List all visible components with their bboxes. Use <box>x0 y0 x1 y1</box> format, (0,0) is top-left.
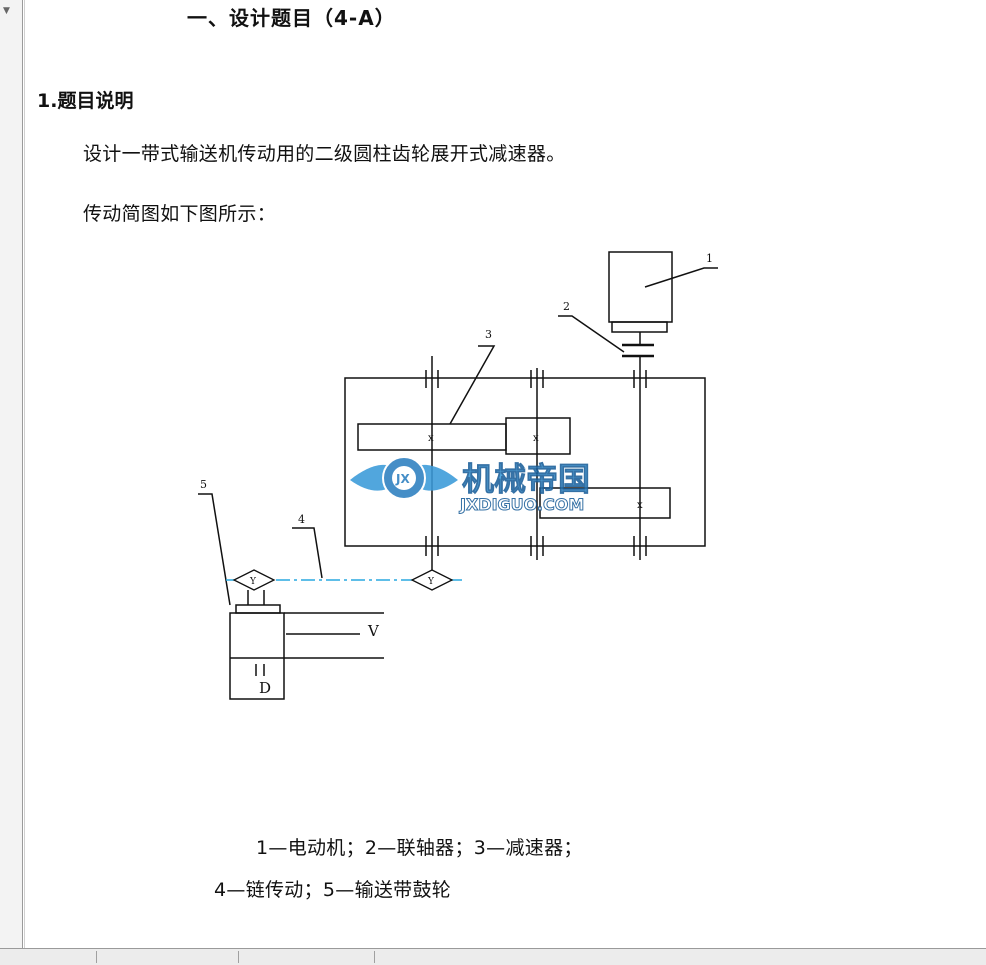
gear-mark-2: x <box>533 433 539 444</box>
drum-diameter-label: D <box>259 679 271 697</box>
legend-line-1: 1—电动机；2—联轴器；3—减速器； <box>256 837 583 859</box>
motor-base <box>611 321 668 333</box>
large-gear-lower <box>539 487 671 519</box>
callout-label-5: 5 <box>200 478 207 491</box>
gear-mark-3: x <box>637 500 643 511</box>
callout-leader-4 <box>292 527 323 579</box>
document-heading: 一、设计题目（4-A） <box>187 6 396 30</box>
margin-line <box>24 0 25 948</box>
gearbox-housing <box>344 377 706 547</box>
small-gear-upper <box>505 417 571 455</box>
callout-label-2: 2 <box>563 300 570 313</box>
section-title: 1.题目说明 <box>37 90 134 112</box>
callout-label-1: 1 <box>706 252 713 265</box>
callout-leader-3 <box>449 345 496 425</box>
watermark-emblem-text: JX <box>395 472 410 486</box>
callout-label-4: 4 <box>298 513 305 526</box>
gear-mark-1: x <box>428 433 434 444</box>
chain-sprocket-gearbox <box>410 569 454 591</box>
chain-sprocket-drum <box>232 569 276 591</box>
description-paragraph: 设计一带式输送机传动用的二级圆柱齿轮展开式减速器。 <box>83 143 566 165</box>
watermark-title: 机械帝国 <box>462 460 590 498</box>
legend-line-2: 4—链传动；5—输送带鼓轮 <box>214 879 452 901</box>
left-margin-rail: ▼ <box>0 0 23 948</box>
drum-velocity-label: V <box>367 622 380 640</box>
callout-leader-1 <box>644 267 718 288</box>
watermark-url: JXDIGUO.COM <box>459 495 584 514</box>
diagram-intro-paragraph: 传动简图如下图所示： <box>83 203 277 225</box>
callout-leader-2 <box>558 315 625 353</box>
conveyor-drum <box>229 612 285 700</box>
drum-bearing <box>235 604 281 614</box>
motor-body <box>608 251 673 323</box>
callout-leader-5 <box>198 493 231 606</box>
watermark-logo: JX 机械帝国 JXDIGUO.COM <box>350 456 590 515</box>
chain-mark-1: Y <box>249 577 257 587</box>
chain-mark-2: Y <box>427 577 435 587</box>
callout-label-3: 3 <box>485 328 492 341</box>
scroll-arrow-icon[interactable]: ▼ <box>3 6 10 16</box>
status-bar <box>0 948 986 965</box>
